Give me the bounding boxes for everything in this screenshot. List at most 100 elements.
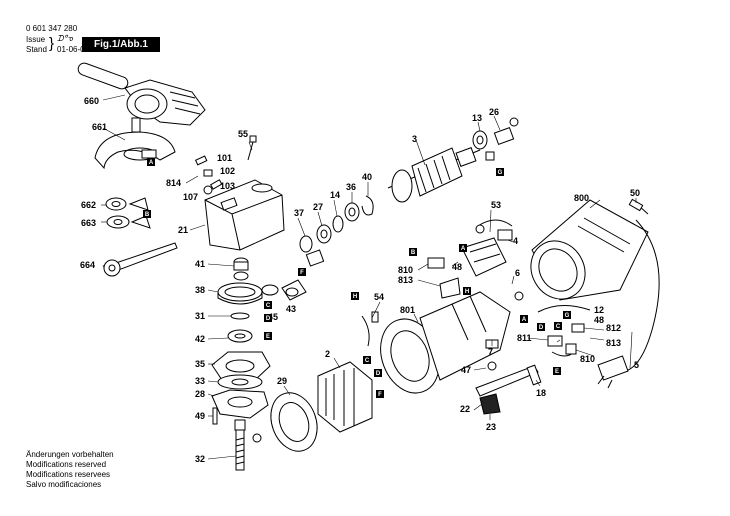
part-label: 48 [594, 315, 604, 325]
marker: E [553, 367, 561, 375]
brace-symbol: } [49, 35, 55, 52]
marker [509, 117, 519, 127]
part-label: 811 [517, 333, 532, 343]
motor-housing [530, 199, 649, 301]
part-label: 37 [294, 208, 304, 218]
part-label: 101 [217, 153, 232, 163]
part-label: 810 [580, 354, 595, 364]
part-label: 801 [400, 305, 415, 315]
spindle-lock-parts [194, 135, 257, 195]
part-label: 814 [166, 178, 181, 188]
note-line: Änderungen vorbehalten [26, 450, 114, 459]
marker: A [459, 244, 467, 252]
part-label: 664 [80, 260, 95, 270]
part-label: 662 [81, 200, 96, 210]
part-label: 18 [536, 388, 546, 398]
part-label: 22 [460, 404, 470, 414]
part-label: 4 [513, 236, 518, 246]
part-label: 28 [195, 389, 205, 399]
issue-date: 01-06-07 [57, 45, 90, 54]
marker [475, 224, 485, 234]
svg-text:D: D [376, 371, 381, 377]
marker [252, 433, 262, 443]
part-label: 102 [220, 166, 235, 176]
part-label: 29 [277, 376, 287, 386]
part-label: 27 [313, 202, 323, 212]
part-label: 36 [346, 182, 356, 192]
part-label: 660 [84, 96, 99, 106]
gear-housing [204, 179, 285, 251]
figure-label: Fig.1/Abb.1 [82, 37, 160, 52]
part-label: 6 [515, 268, 520, 278]
marker: B [409, 248, 417, 256]
svg-text:D: D [266, 316, 271, 322]
modification-notes: Änderungen vorbehalten Modifications res… [26, 450, 114, 490]
part-label: 2 [325, 349, 330, 359]
svg-text:H: H [465, 289, 469, 295]
leader-lines [101, 94, 637, 460]
svg-text:G: G [565, 313, 570, 319]
part-label: 12 [594, 305, 604, 315]
svg-text:E: E [555, 369, 559, 375]
part-label: 812 [606, 323, 621, 333]
bearing-set [299, 195, 374, 267]
part-label: 13 [472, 113, 482, 123]
field-coil [270, 311, 379, 452]
marker: D [374, 369, 382, 377]
marker: G [496, 168, 504, 176]
svg-text:A: A [149, 160, 154, 166]
brush-holder-group [537, 305, 591, 357]
note-line: Salvo modificaciones [26, 480, 102, 489]
part-label: 41 [195, 259, 205, 269]
marker [514, 291, 524, 301]
marker: F [376, 390, 384, 398]
part-label: 813 [606, 338, 621, 348]
marker: E [264, 332, 272, 340]
part-label: 32 [195, 454, 205, 464]
marker: A [520, 315, 528, 323]
marker: H [351, 292, 359, 300]
svg-text:D: D [539, 325, 544, 331]
marker: D [537, 323, 545, 331]
flange-parts [105, 197, 151, 229]
part-label: 14 [330, 190, 340, 200]
stand-label: Stand [26, 45, 47, 54]
svg-text:F: F [378, 392, 382, 398]
marker: C [554, 322, 562, 330]
part-label: 21 [178, 225, 188, 235]
svg-text:A: A [461, 246, 466, 252]
marker: F [298, 268, 306, 276]
part-label: 35 [195, 359, 205, 369]
part-label: 810 [398, 265, 413, 275]
part-label: 31 [195, 311, 205, 321]
part-label: 48 [452, 262, 462, 272]
part-label: 45 [268, 312, 278, 322]
issue-label: Issue [26, 35, 46, 44]
marker: G [563, 311, 571, 319]
switch-rod-parts [475, 339, 542, 415]
spindle-stack [211, 257, 271, 471]
part-label: 663 [81, 218, 96, 228]
part-label: 40 [362, 172, 372, 182]
part-label: 3 [412, 134, 417, 144]
svg-text:G: G [498, 170, 503, 176]
svg-text:B: B [145, 212, 150, 218]
part-label: 53 [491, 200, 501, 210]
part-label: 49 [195, 411, 205, 421]
field-housing-shell [380, 291, 511, 394]
svg-text:C: C [365, 358, 370, 364]
part-label: 55 [238, 129, 248, 139]
part-label: 107 [183, 192, 198, 202]
svg-text:B: B [411, 250, 416, 256]
bevel-gear [261, 279, 307, 301]
note-line: Modifications reserved [26, 460, 107, 469]
part-label: 54 [374, 292, 384, 302]
grinder-head-assembly [77, 62, 206, 135]
part-label: 50 [630, 188, 640, 198]
part-labels: 660 661 662 663 664 55 101 102 103 814 1… [80, 96, 640, 464]
part-label: 47 [461, 365, 471, 375]
part-label: 42 [195, 334, 205, 344]
part-label: 33 [195, 376, 205, 386]
part-label: 23 [486, 422, 496, 432]
